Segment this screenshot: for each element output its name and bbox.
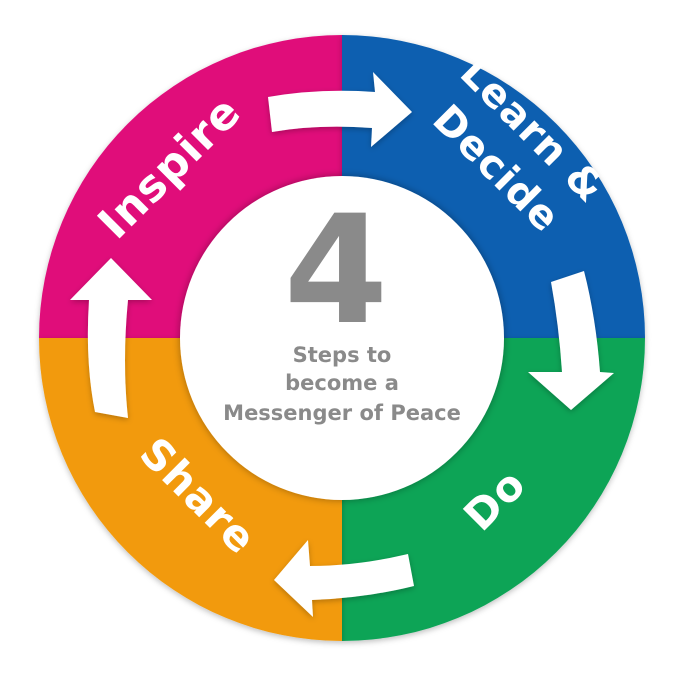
center-number: 4	[284, 184, 388, 358]
center-line-3: Messenger of Peace	[223, 401, 461, 425]
center-circle	[180, 176, 504, 500]
center-line-2: become a	[285, 371, 399, 395]
arrow-left-icon	[274, 540, 414, 617]
arrow-up-icon	[70, 258, 152, 418]
arrow-right-icon	[268, 72, 412, 147]
arrow-down-icon	[528, 271, 614, 410]
center-line-1: Steps to	[293, 343, 392, 367]
